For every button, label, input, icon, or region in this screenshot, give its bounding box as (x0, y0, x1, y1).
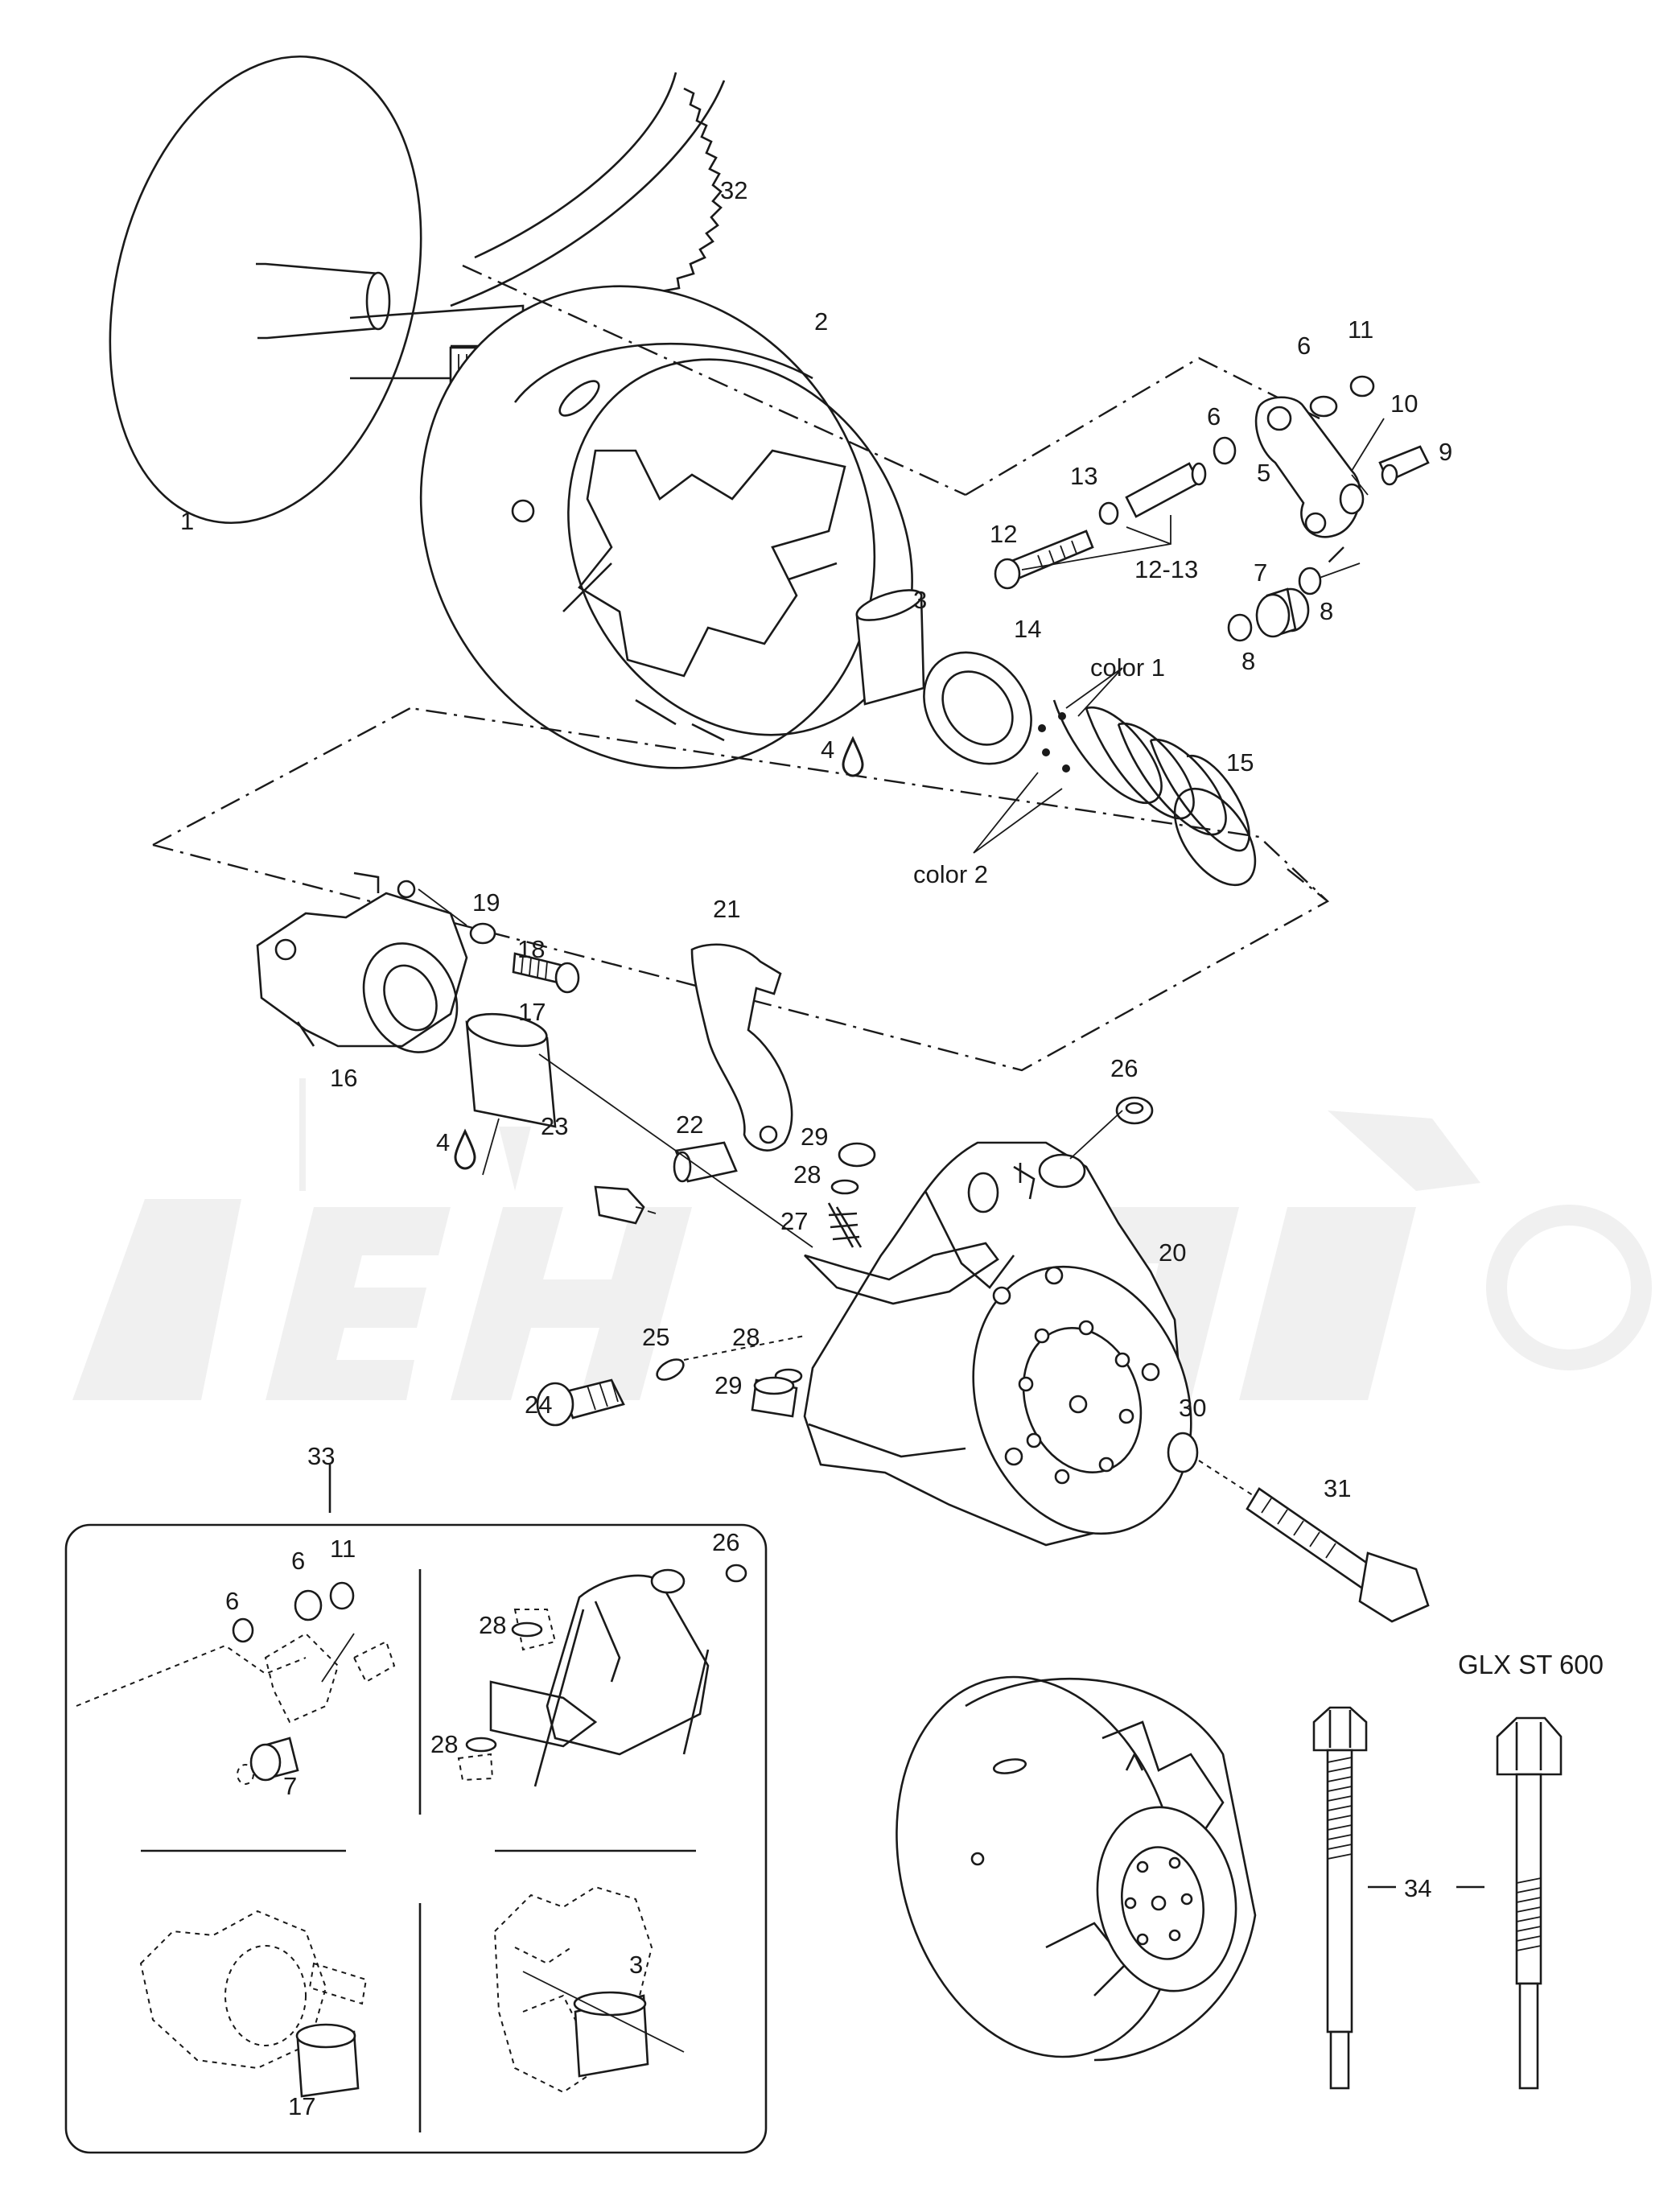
assembled-clutch (896, 1675, 1257, 2062)
spring (973, 667, 1257, 887)
spider-hub (256, 871, 468, 1053)
label-part-25: 25 (642, 1323, 669, 1351)
label-part-9: 9 (1439, 438, 1452, 466)
label-part-28: 28 (793, 1160, 821, 1189)
label-part-4: 4 (821, 735, 834, 764)
label-part-6: 6 (1297, 332, 1311, 360)
roller-and-washers (1227, 562, 1361, 642)
weight-and-pins (538, 943, 876, 1418)
oil-drop-icon (842, 735, 864, 777)
label-part-7: 7 (1254, 558, 1267, 587)
inset-box (64, 1465, 768, 2154)
inset-arm-variant (76, 1581, 396, 1785)
label-part-21: 21 (713, 895, 740, 923)
puller-bolts (1312, 1706, 1563, 2090)
label-part-20: 20 (1159, 1238, 1186, 1267)
inset-label-6: 6 (291, 1547, 305, 1575)
label-part-1: 1 (180, 507, 194, 535)
inset-label-3: 3 (629, 1951, 643, 1979)
hub-casting (803, 1096, 1192, 1547)
label-part-5: 5 (1257, 459, 1270, 487)
label-color-1: color 1 (1090, 653, 1165, 682)
label-part-18: 18 (517, 935, 545, 963)
label-part-8: 8 (1241, 647, 1255, 675)
label-part-24: 24 (525, 1391, 552, 1419)
label-part-6: 6 (1207, 402, 1221, 431)
label-part-8: 8 (1320, 597, 1333, 625)
bushing-bolt-washer (465, 922, 580, 1176)
label-part-19: 19 (472, 888, 500, 917)
label-part-22: 22 (676, 1110, 703, 1139)
label-part-2: 2 (814, 307, 828, 336)
label-part-4: 4 (436, 1128, 450, 1156)
label-part-31: 31 (1324, 1474, 1351, 1502)
label-part-16: 16 (330, 1064, 357, 1092)
label-part-26: 26 (1110, 1054, 1138, 1082)
oil-drop-icon (454, 1128, 476, 1170)
label-color-2: color 2 (913, 860, 988, 888)
inset-spider-variant (139, 1910, 368, 2098)
inset-label-28: 28 (430, 1730, 458, 1758)
inset-hub-variant (457, 1564, 747, 1787)
label-part-29: 29 (801, 1123, 828, 1151)
inset-label-7: 7 (283, 1772, 297, 1800)
roller-arm-assembly (1254, 375, 1430, 538)
label-part-27: 27 (780, 1207, 808, 1235)
label-part-11: 11 (1348, 315, 1373, 344)
label-part-29: 29 (714, 1371, 742, 1399)
label-part-14: 14 (1014, 615, 1041, 643)
inset-label-6: 6 (225, 1587, 239, 1615)
inset-label-11: 11 (330, 1535, 356, 1563)
label-part-10: 10 (1390, 389, 1418, 418)
label-part-12: 12 (990, 520, 1017, 548)
inset-label-28: 28 (479, 1611, 506, 1639)
movable-sheave (419, 264, 966, 769)
variant-label: GLX ST 600 (1458, 1650, 1604, 1679)
label-part-3: 3 (913, 586, 927, 614)
drive-belt (450, 72, 726, 323)
inset-label-26: 26 (712, 1528, 739, 1556)
part-labels: 1 2 3 4 5 6 6 7 8 8 9 10 11 12 13 12-13 … (180, 176, 1452, 1902)
label-part-13: 13 (1070, 462, 1097, 490)
bolt-and-sleeve (994, 436, 1237, 590)
bolts-and-washers (536, 1335, 1430, 1623)
inset-label-17: 17 (288, 2092, 315, 2120)
label-part-32: 32 (720, 176, 747, 204)
label-part-15: 15 (1226, 748, 1254, 777)
label-part-30: 30 (1179, 1394, 1206, 1422)
label-part-28: 28 (732, 1323, 760, 1351)
inset-labels: 6 6 11 7 26 28 28 17 3 (225, 1528, 739, 2120)
label-part-23: 23 (541, 1112, 568, 1140)
bushing-and-washer (855, 589, 1032, 765)
label-part-34: 34 (1404, 1874, 1431, 1902)
label-part-33: 33 (307, 1442, 335, 1470)
inset-sheave-variant (493, 1885, 685, 2094)
label-part-12-13: 12-13 (1134, 555, 1198, 583)
label-part-17: 17 (518, 998, 546, 1026)
